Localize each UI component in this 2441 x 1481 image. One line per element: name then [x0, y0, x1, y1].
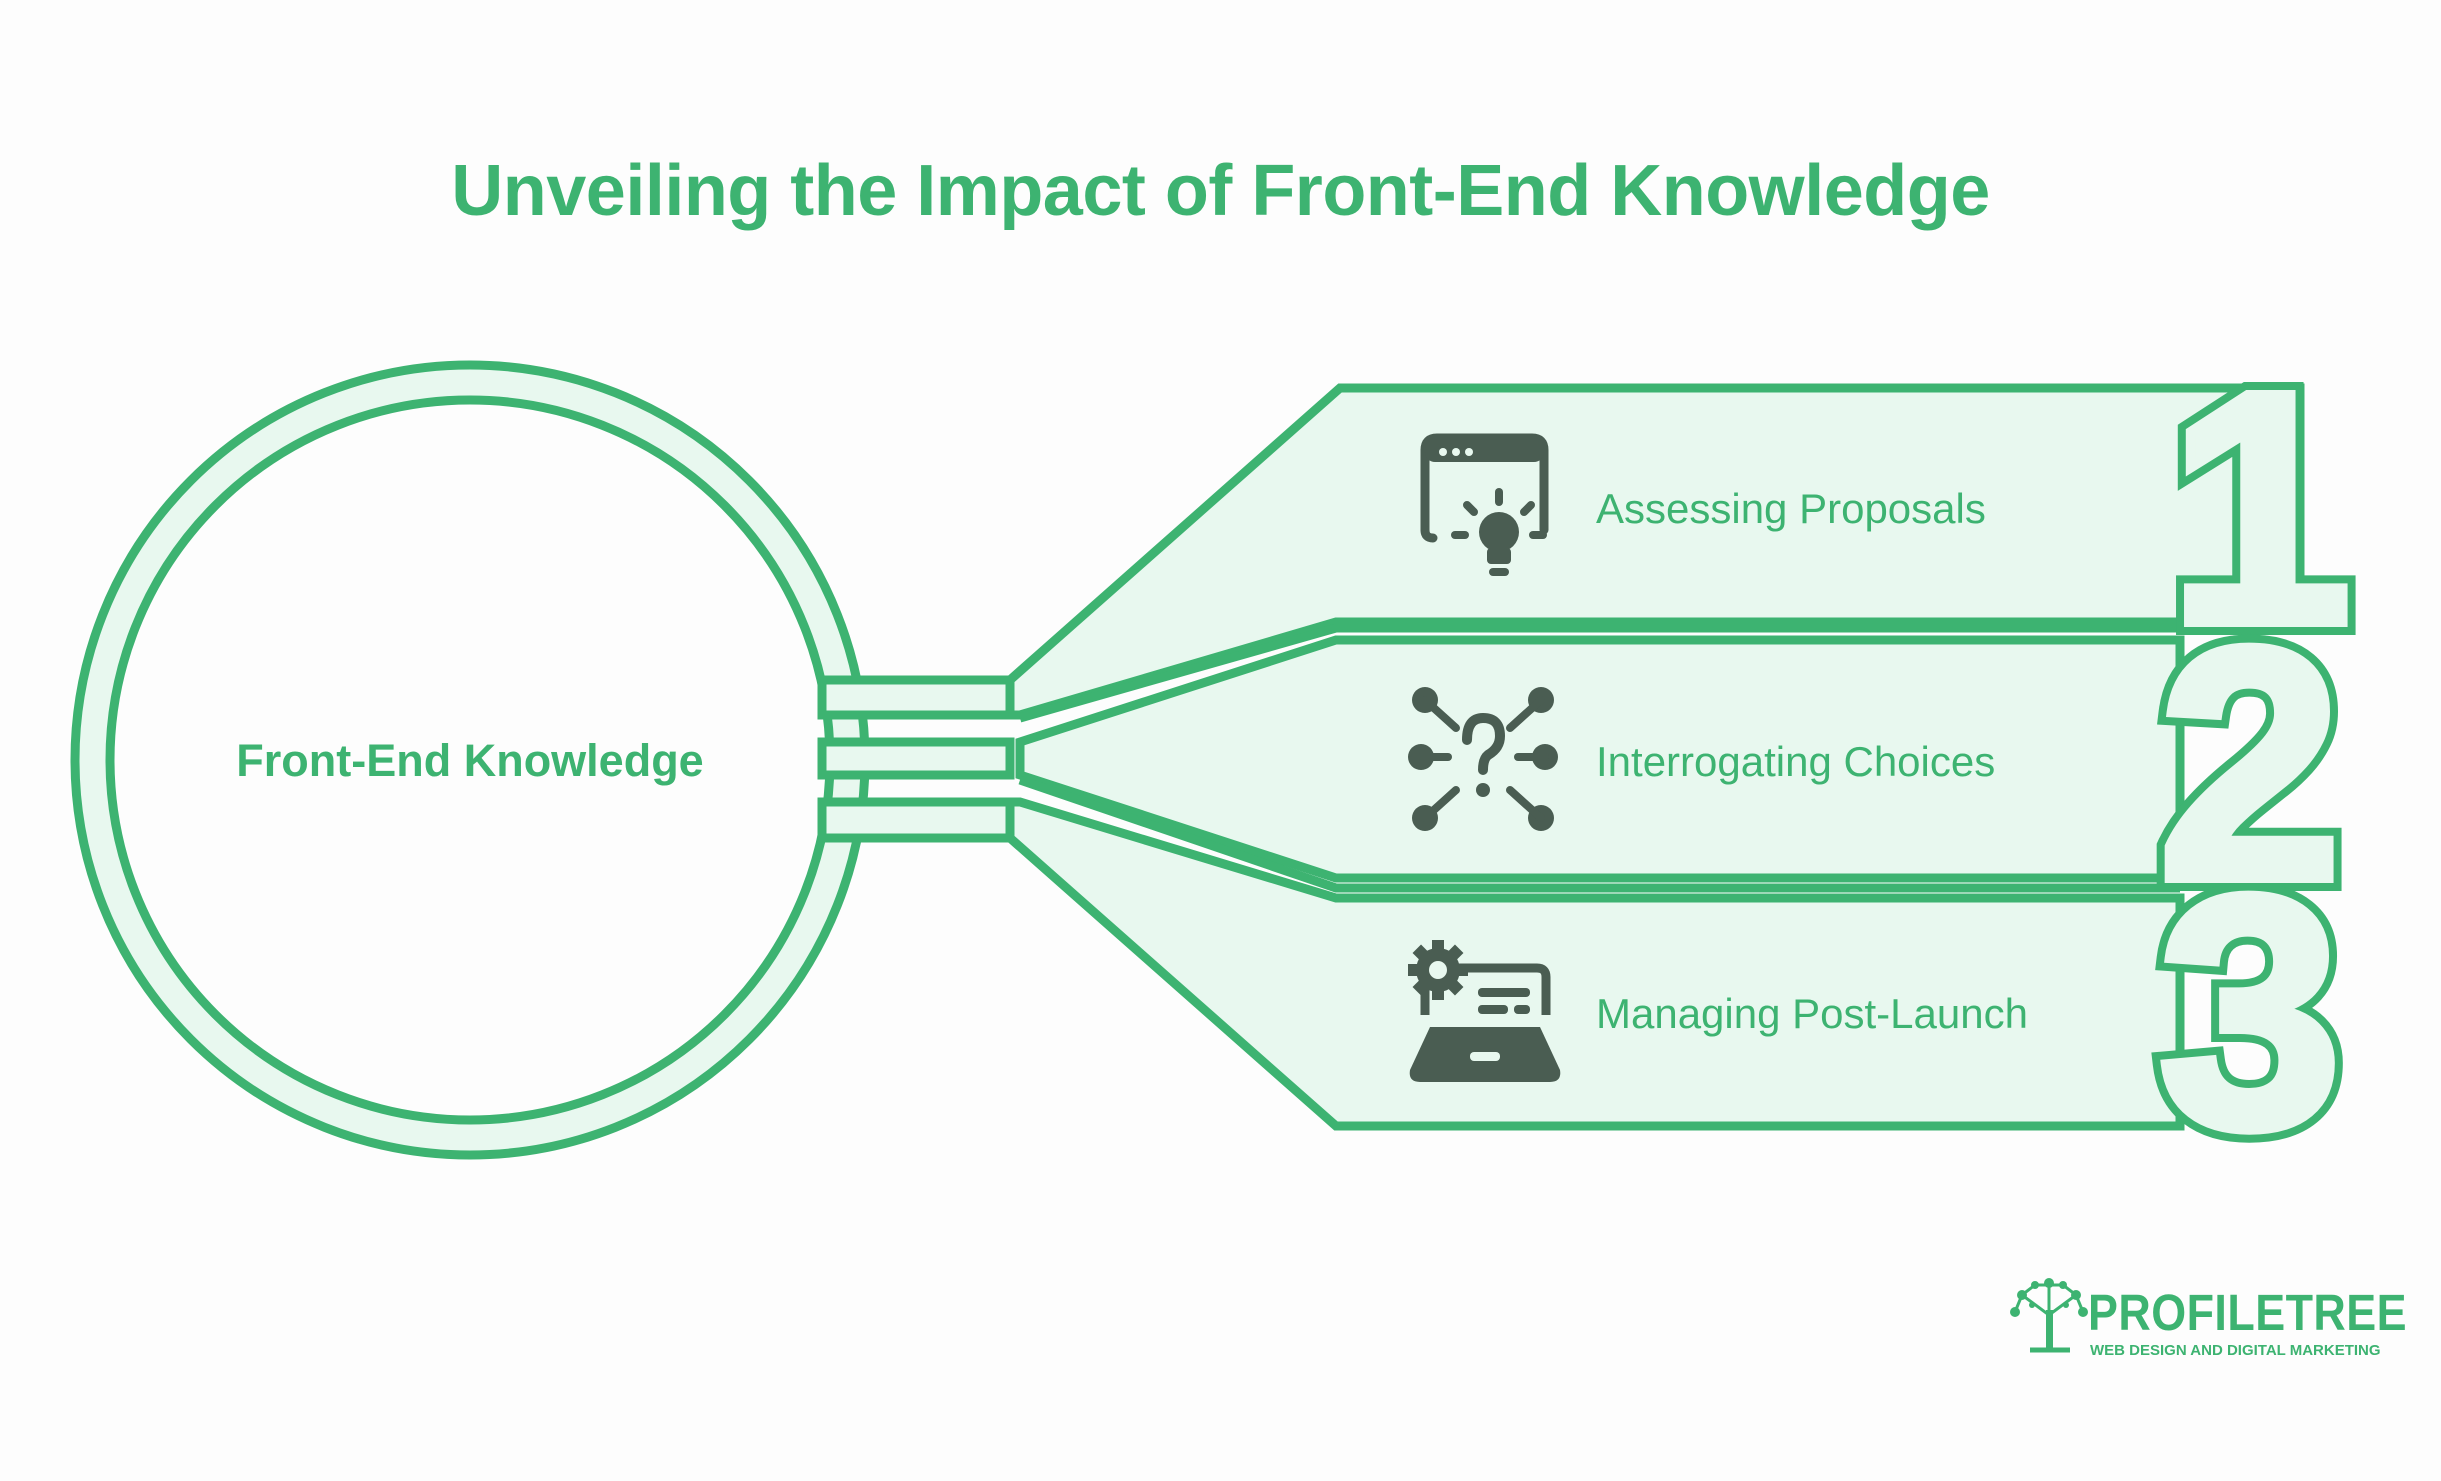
- item-label-3: Managing Post-Launch: [1596, 990, 2028, 1037]
- branch-1: [1005, 383, 2305, 723]
- branch-2: [1015, 635, 2185, 893]
- item-number-2-inner: 2: [2158, 579, 2342, 948]
- question-network-icon: [1408, 687, 1558, 831]
- hub-connector: [817, 675, 1015, 843]
- logo-brand: PROFILETREE: [2088, 1284, 2408, 1341]
- logo-tagline: WEB DESIGN AND DIGITAL MARKETING: [2090, 1342, 2381, 1359]
- hub-label: Front-End Knowledge: [236, 735, 704, 786]
- diagram-title: Unveiling the Impact of Front-End Knowle…: [451, 151, 1990, 231]
- item-number-3: 3: [2158, 827, 2342, 1196]
- item-label-1: Assessing Proposals: [1596, 485, 1986, 532]
- item-label-2: Interrogating Choices: [1596, 738, 1996, 785]
- branch-1-divider: [1018, 623, 2205, 723]
- profiletree-logo-icon: [2010, 1278, 2088, 1353]
- laptop-gear-icon: [1408, 940, 1561, 1082]
- item-number-2: 2: [2158, 579, 2342, 948]
- item-number-3-inner: 3: [2158, 827, 2342, 1196]
- item-number-1: 1: [2168, 323, 2352, 692]
- branch-3: [1005, 797, 2185, 1131]
- item-number-1-inner: 1: [2168, 323, 2352, 692]
- browser-lightbulb-icon: [1420, 433, 1549, 576]
- branch-2-divider: [1018, 775, 2180, 893]
